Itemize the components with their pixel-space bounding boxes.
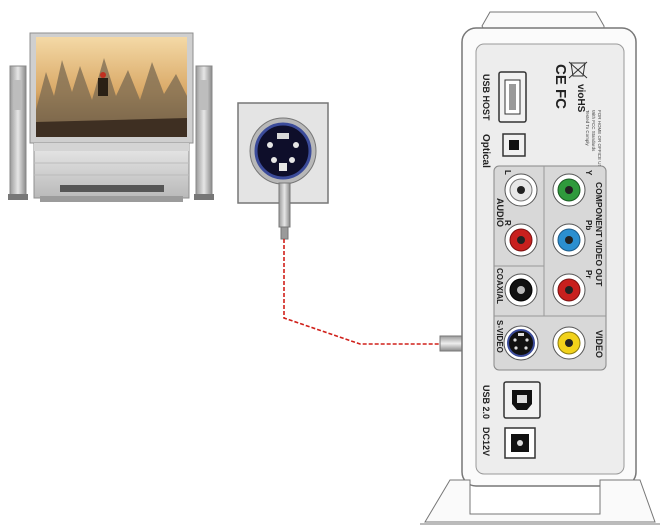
cert-line2: With FCC Standards <box>591 110 596 152</box>
component-y-label: Y <box>584 170 593 176</box>
audio-label: AUDIO <box>495 198 505 227</box>
usb-host-port <box>499 72 526 122</box>
dc-power-icon <box>505 428 535 458</box>
video-jack <box>553 327 585 359</box>
speaker-icon <box>194 66 214 200</box>
usb-host-label: USB HOST <box>481 74 491 121</box>
component-pb-jack <box>553 224 585 256</box>
audio-l-jack <box>505 174 537 206</box>
svideo-port <box>504 326 538 360</box>
cert-line3: FOR HOME OR OFFICE USE <box>597 110 602 171</box>
svideo-label: S-VIDEO <box>495 320 504 353</box>
coaxial-jack <box>505 274 537 306</box>
usb-icon <box>504 382 540 418</box>
tv-icon <box>30 33 193 202</box>
cable-line <box>284 239 440 344</box>
video-label: VIDEO <box>594 330 604 358</box>
device-rear-panel: USB HOST Optical CE FC vioHS Tested To C… <box>420 12 660 524</box>
usb-2-label: USB 2.0 <box>481 385 491 419</box>
audio-l-label: L <box>503 170 512 175</box>
component-pr-jack <box>553 274 585 306</box>
brand-logo: vioHS <box>575 84 586 113</box>
audio-r-jack <box>505 224 537 256</box>
dc12v-label: DC12V <box>481 427 491 456</box>
coaxial-label: COAXIAL <box>495 268 504 304</box>
component-y-jack <box>553 174 585 206</box>
optical-icon <box>503 134 525 156</box>
component-pr-label: Pr <box>584 270 593 278</box>
ce-mark-icon: CE FC <box>552 64 569 109</box>
component-video-out-label: COMPONENT VIDEO OUT <box>594 182 604 287</box>
component-pb-label: Pb <box>584 220 593 230</box>
cert-line1: Tested To Comply <box>585 110 590 146</box>
optical-label: Optical <box>480 134 491 168</box>
speaker-icon <box>8 66 28 200</box>
